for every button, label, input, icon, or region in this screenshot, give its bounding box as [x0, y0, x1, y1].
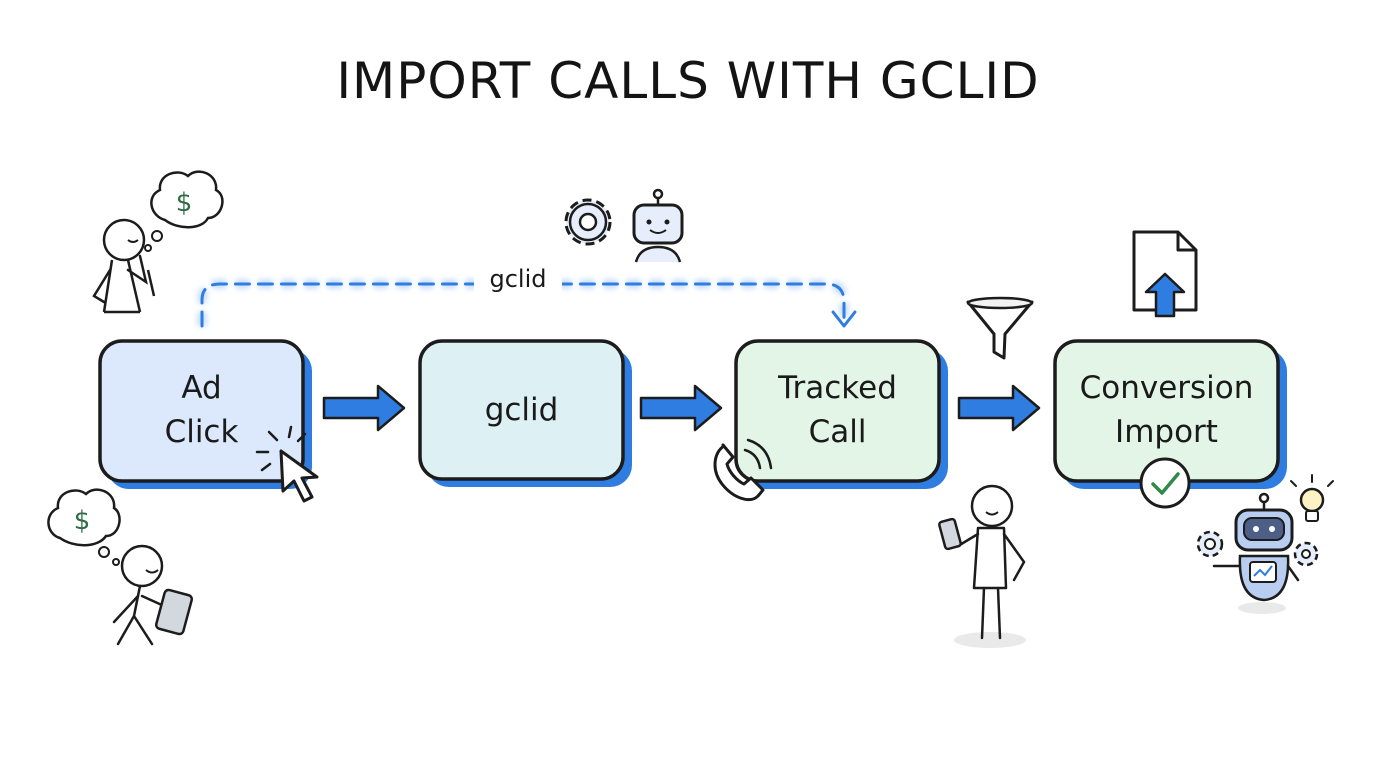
- thought-bubble-bottom: $: [47, 488, 121, 566]
- step-conversion-import: [1053, 339, 1287, 489]
- page-title: IMPORT CALLS WITH GCLID: [336, 52, 1040, 110]
- thought-bubble-top: $: [144, 170, 224, 252]
- step-label-line-1: Ad: [181, 370, 222, 406]
- person-with-phone: [938, 484, 1026, 648]
- phone-icon: [713, 438, 773, 501]
- step-label-line-2: Click: [164, 414, 239, 450]
- step-label-line-1: Conversion: [1079, 370, 1254, 406]
- step-label-line-2: Call: [808, 414, 867, 450]
- person-thinking: [92, 218, 156, 314]
- cursor-icon: [255, 425, 319, 503]
- step-label-line-1: Tracked: [778, 370, 897, 406]
- person-with-tablet: [112, 544, 194, 646]
- step-label-tracked-call: Tracked Call: [736, 366, 939, 454]
- checkmark-icon: [1139, 457, 1191, 509]
- arrow-2: [639, 384, 723, 432]
- step-ad-click: [98, 339, 312, 489]
- robot-assistant: [1212, 492, 1300, 614]
- upload-document-icon: [1132, 230, 1198, 318]
- dashed-link-label: gclid: [474, 262, 562, 296]
- step-label-line-1: gclid: [484, 392, 559, 428]
- step-tracked-call: [734, 339, 948, 489]
- lightbulb-icon: [1290, 474, 1334, 522]
- dollar-symbol: $: [74, 506, 91, 536]
- gear-icon: [1196, 530, 1224, 558]
- arrow-1: [322, 384, 406, 432]
- step-gclid: [418, 339, 632, 487]
- step-label-ad-click: Ad Click: [100, 366, 303, 454]
- step-label-gclid: gclid: [420, 388, 623, 432]
- funnel-icon: [966, 296, 1034, 360]
- dollar-symbol: $: [176, 188, 193, 218]
- gear-icon: [564, 198, 612, 246]
- step-label-conversion-import: Conversion Import: [1055, 366, 1278, 454]
- robot-icon: [632, 188, 684, 263]
- step-label-line-2: Import: [1115, 414, 1218, 450]
- arrow-3: [957, 384, 1041, 432]
- gear-icon: [1293, 541, 1319, 567]
